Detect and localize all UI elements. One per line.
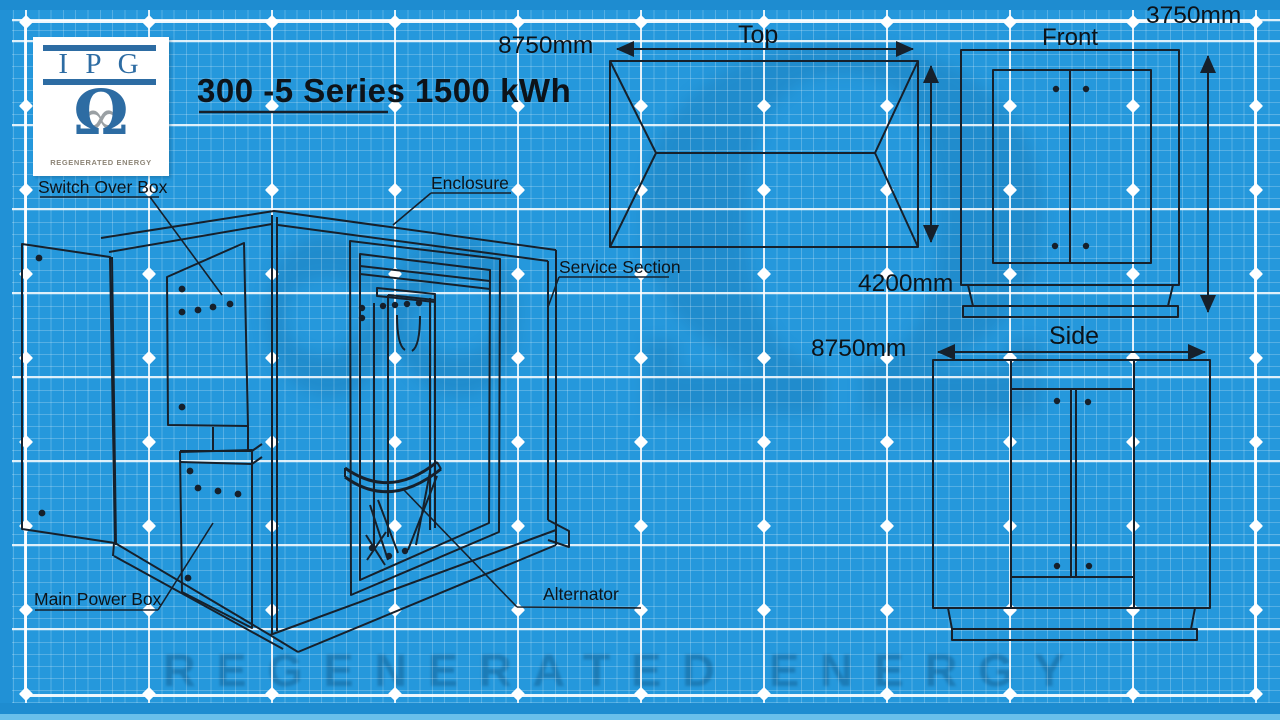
front-height-dimension: 3750mm <box>1146 2 1242 29</box>
drawing-title: 300 -5 Series 1500 kWh <box>197 72 572 109</box>
ipg-logo: I P G ∞ Ω REGENERATED ENERGY <box>33 37 169 176</box>
top-edge-strip <box>0 0 1280 10</box>
top-view-title: Top <box>738 21 779 49</box>
alternator-label: Alternator <box>543 584 619 604</box>
logo-top-bar <box>43 45 156 51</box>
top-width-dimension: 8750mm <box>498 32 594 59</box>
main-power-box-label: Main Power Box <box>34 589 162 609</box>
side-width-dimension: 8750mm <box>811 335 907 362</box>
bottom-edge-strip <box>0 703 1280 714</box>
top-depth-dimension: 4200mm <box>858 270 954 297</box>
side-view-title: Side <box>1049 322 1100 350</box>
omega-icon: Ω <box>73 76 129 149</box>
logo-acronym: I P G <box>58 48 144 80</box>
logo-middle-bar <box>43 79 156 85</box>
bottom-edge-highlight <box>0 714 1280 720</box>
logo-tagline: REGENERATED ENERGY <box>50 158 152 167</box>
left-edge-strip <box>0 10 12 703</box>
service-section-label: Service Section <box>559 257 681 277</box>
enclosure-label: Enclosure <box>431 173 509 193</box>
switch-over-box-label: Switch Over Box <box>38 177 168 197</box>
front-view-title: Front <box>1042 24 1099 51</box>
infinity-icon: ∞ <box>81 90 121 146</box>
